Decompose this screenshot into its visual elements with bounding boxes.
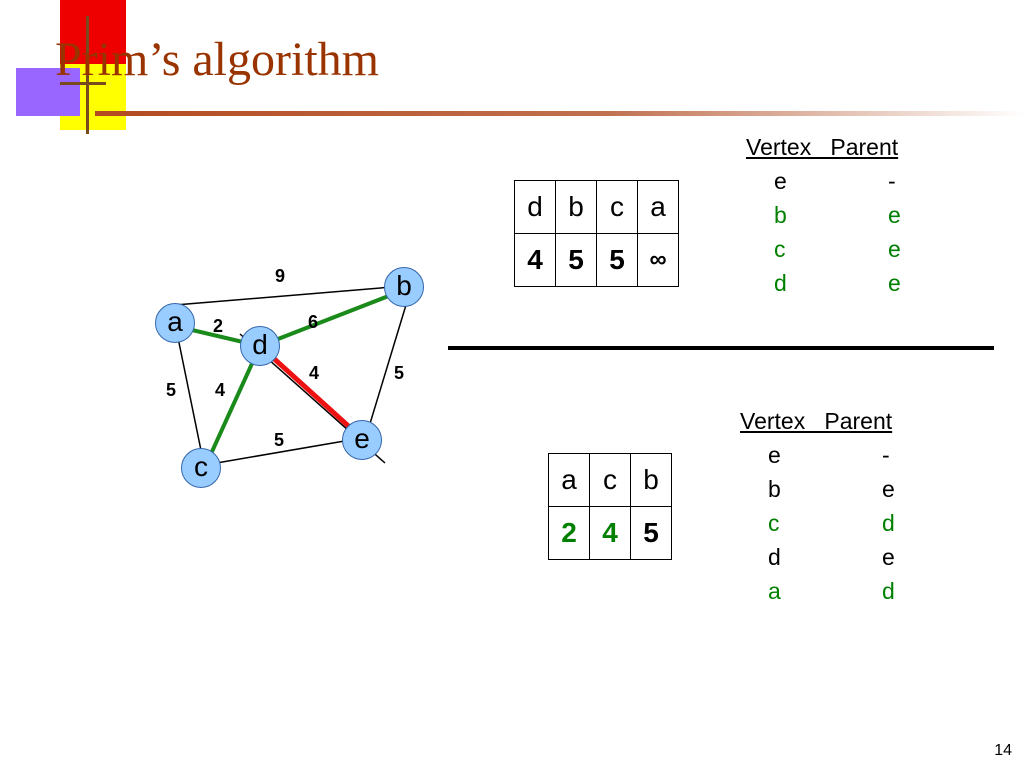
row-parent: d (882, 510, 895, 536)
node-a-label: a (167, 306, 183, 337)
row-vertex: e (774, 168, 787, 194)
edge-b-e (364, 304, 407, 441)
node-e: e (342, 420, 382, 460)
weight-a-c: 5 (166, 380, 177, 400)
row-vertex: c (768, 510, 780, 536)
pq-after-vertex: a (548, 453, 590, 507)
logo-red-square (60, 0, 126, 64)
pq-after-vertex: b (630, 453, 672, 507)
weight-a-d: 2 (213, 316, 224, 336)
row-vertex: d (768, 544, 781, 570)
logo-horizontal-line (60, 82, 106, 85)
node-e-label: e (354, 423, 370, 454)
weight-c-e: 5 (274, 430, 285, 450)
weight-b-e: 5 (394, 363, 405, 383)
node-c: c (181, 448, 221, 488)
node-d-label: d (252, 329, 268, 360)
row-parent: - (888, 168, 896, 194)
pq-before-vertex: a (637, 180, 679, 234)
table-row: e- (740, 438, 940, 472)
row-vertex: b (768, 476, 781, 502)
page-number: 14 (994, 742, 1012, 759)
pq-before-key: 4 (514, 233, 556, 287)
row-vertex: c (774, 236, 786, 262)
pq-after-key: 2 (548, 506, 590, 560)
edge-d-c (203, 345, 262, 468)
pq-before-vertex: c (596, 180, 638, 234)
pq-before-key: 5 (555, 233, 597, 287)
row-vertex: a (768, 578, 781, 604)
logo-vertical-line (86, 16, 89, 134)
row-vertex: e (768, 442, 781, 468)
edge-c-e (204, 437, 363, 466)
row-parent: e (888, 202, 901, 228)
pq-before-key-infinity: ∞ (637, 233, 679, 287)
pq-after-vertices: a c b (548, 453, 672, 507)
parent-table-header: Vertex Parent (740, 408, 893, 434)
section-divider (448, 346, 994, 350)
row-parent: e (888, 270, 901, 296)
row-vertex: b (774, 202, 787, 228)
logo-purple-square (16, 68, 80, 116)
weight-a-b: 9 (275, 266, 286, 286)
node-c-label: c (194, 451, 208, 482)
weight-d-b: 6 (308, 312, 319, 332)
weight-d-c: 4 (215, 380, 226, 400)
weight-d-e: 4 (309, 363, 320, 383)
pq-after-vertex: c (589, 453, 631, 507)
pq-before-vertices: d b c a (514, 180, 679, 234)
node-b: b (384, 267, 424, 307)
pq-after-key: 5 (630, 506, 672, 560)
pq-after-key: 4 (589, 506, 631, 560)
row-parent: e (882, 544, 895, 570)
edge-d-b (259, 288, 405, 348)
priority-queue-after: a c b 2 4 5 (548, 453, 672, 560)
row-parent: e (888, 236, 901, 262)
row-parent: - (882, 442, 890, 468)
parent-table-header: Vertex Parent (746, 134, 899, 160)
pq-before-keys: 4 5 5 ∞ (514, 233, 679, 287)
node-d: d (240, 326, 280, 366)
edge-a-c (174, 322, 206, 471)
pq-after-keys: 2 4 5 (548, 506, 672, 560)
row-parent: e (882, 476, 895, 502)
row-parent: d (882, 578, 895, 604)
edge-d-e (258, 344, 357, 434)
pq-before-vertex: d (514, 180, 556, 234)
pq-before-key: 5 (596, 233, 638, 287)
table-row: e- (746, 164, 946, 198)
title-rule (95, 111, 1024, 116)
priority-queue-before: d b c a 4 5 5 ∞ (514, 180, 679, 287)
node-a: a (155, 303, 195, 343)
row-vertex: d (774, 270, 787, 296)
node-b-label: b (396, 270, 412, 301)
slide-title: Prim’s algorithm (55, 33, 379, 86)
edge-a-b (174, 285, 405, 306)
pq-before-vertex: b (555, 180, 597, 234)
